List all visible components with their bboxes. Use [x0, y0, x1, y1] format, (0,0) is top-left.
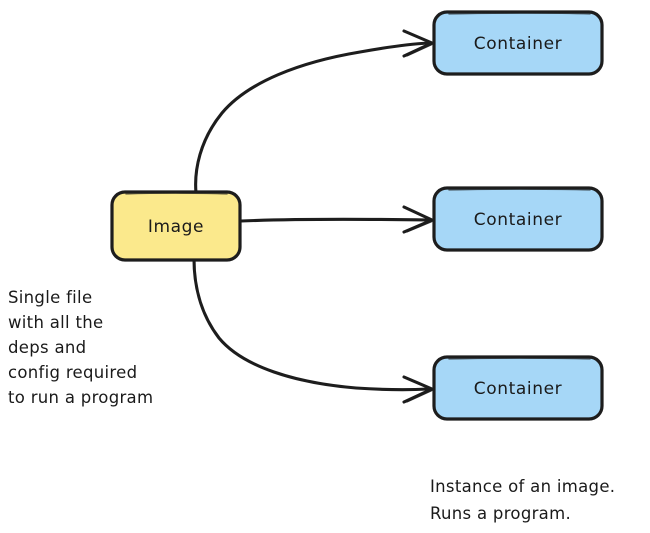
image-description-line-4: config required — [8, 363, 137, 382]
image-description-line-1: Single file — [8, 288, 92, 307]
image-description: Single file with all the deps and config… — [8, 288, 153, 407]
node-container-top[interactable]: Container — [432, 10, 604, 76]
edge-image-to-container-bottom — [192, 257, 434, 404]
container-description-line-1: Instance of an image. — [430, 477, 615, 496]
image-description-line-2: with all the — [8, 313, 103, 332]
container-top-label: Container — [474, 34, 562, 54]
container-middle-label: Container — [474, 210, 562, 230]
image-description-line-5: to run a program — [8, 388, 153, 407]
container-bottom-box-shape — [432, 355, 604, 421]
container-bottom-sketch-overlay — [448, 357, 591, 360]
image-box-shape — [110, 190, 242, 262]
node-container-bottom[interactable]: Container — [432, 355, 604, 421]
image-description-line-3: deps and — [8, 338, 86, 357]
container-middle-sketch-overlay — [448, 188, 591, 191]
container-description-line-2: Runs a program. — [430, 504, 571, 523]
container-middle-box-shape — [432, 186, 604, 252]
node-container-middle[interactable]: Container — [432, 186, 604, 252]
container-bottom-label: Container — [474, 379, 562, 399]
edge-image-to-container-middle — [239, 205, 434, 234]
image-label: Image — [148, 217, 204, 237]
container-top-sketch-overlay — [448, 12, 591, 15]
container-description: Instance of an image. Runs a program. — [430, 477, 615, 523]
edge-image-to-container-top — [194, 29, 434, 195]
image-box-sketch-overlay — [125, 192, 228, 195]
node-image[interactable]: Image — [110, 190, 242, 262]
container-top-box-shape — [432, 10, 604, 76]
